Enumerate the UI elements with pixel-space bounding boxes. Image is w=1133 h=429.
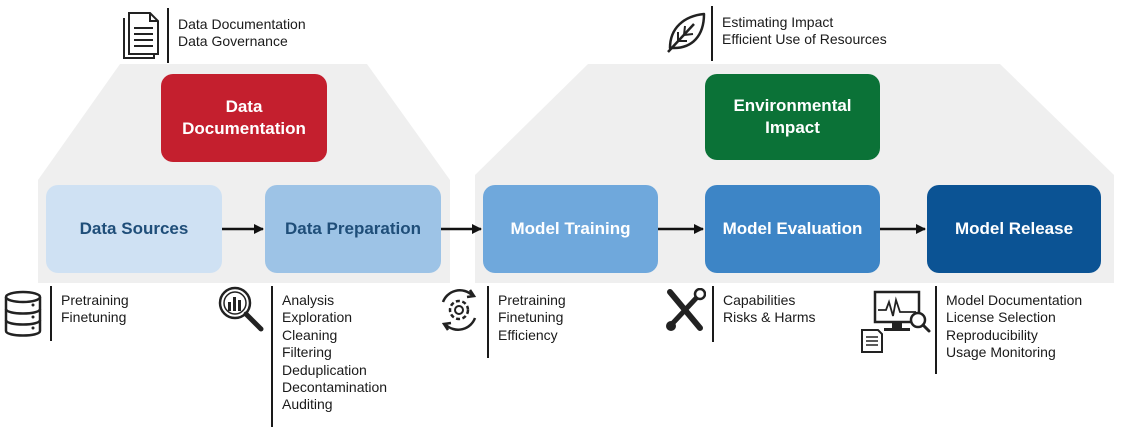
notes-data-preparation: Analysis Exploration Cleaning Filtering … [271, 286, 387, 427]
note-item: Risks & Harms [723, 309, 816, 326]
magnifier-chart-icon [218, 286, 264, 332]
pipeline-data-sources: Data Sources [46, 185, 222, 273]
note-item: Data Governance [178, 33, 288, 50]
data-documentation-line1: Data [225, 97, 263, 116]
document-icon [123, 12, 159, 59]
note-item: Decontamination [282, 379, 388, 396]
leaf-icon [667, 12, 706, 53]
notes-model-training: Pretraining Finetuning Efficiency [487, 286, 566, 358]
note-item: Finetuning [498, 309, 564, 326]
monitor-document-icon [861, 290, 931, 353]
pipeline-data-preparation: Data Preparation [265, 185, 441, 273]
environmental-impact-line2: Impact [765, 118, 820, 137]
note-item: Efficiency [498, 326, 558, 343]
pipeline-model-release: Model Release [927, 185, 1101, 273]
gear-cycle-icon [441, 289, 477, 331]
notes-environmental-impact: Estimating Impact Efficient Use of Resou… [711, 6, 887, 61]
pipeline-data-sources-label: Data Sources [79, 219, 189, 238]
environmental-impact-box: Environmental Impact [705, 74, 880, 160]
note-item: Model Documentation [946, 292, 1083, 308]
pipeline-model-evaluation-label: Model Evaluation [722, 219, 863, 238]
note-item: Cleaning [282, 326, 338, 343]
database-icon [4, 290, 42, 337]
environmental-impact-line1: Environmental [733, 96, 852, 115]
note-item: Auditing [282, 396, 333, 413]
note-item: Estimating Impact [722, 14, 834, 30]
pipeline-model-training-label: Model Training [510, 219, 631, 238]
notes-model-evaluation: Capabilities Risks & Harms [712, 286, 816, 342]
note-item: Reproducibility [946, 326, 1038, 343]
note-item: Analysis [282, 292, 335, 308]
pipeline-model-evaluation: Model Evaluation [705, 185, 880, 273]
note-item: Filtering [282, 344, 332, 361]
pipeline-model-training: Model Training [483, 185, 658, 273]
note-item: Data Documentation [178, 16, 306, 32]
note-item: Capabilities [723, 292, 796, 308]
tools-icon [666, 288, 706, 331]
data-documentation-box: Data Documentation [161, 74, 327, 162]
note-item: Efficient Use of Resources [722, 31, 887, 48]
data-documentation-line2: Documentation [182, 119, 306, 138]
note-item: Finetuning [61, 309, 127, 326]
note-item: Pretraining [498, 292, 566, 308]
note-item: Pretraining [61, 292, 129, 308]
notes-data-documentation: Data Documentation Data Governance [167, 8, 306, 63]
pipeline-data-preparation-label: Data Preparation [284, 219, 422, 238]
note-item: License Selection [946, 309, 1056, 326]
notes-data-sources: Pretraining Finetuning [50, 286, 129, 341]
note-item: Exploration [282, 309, 353, 326]
notes-model-release: Model Documentation License Selection Re… [935, 286, 1082, 374]
note-item: Deduplication [282, 361, 367, 378]
note-item: Usage Monitoring [946, 344, 1056, 361]
pipeline-model-release-label: Model Release [954, 219, 1074, 238]
